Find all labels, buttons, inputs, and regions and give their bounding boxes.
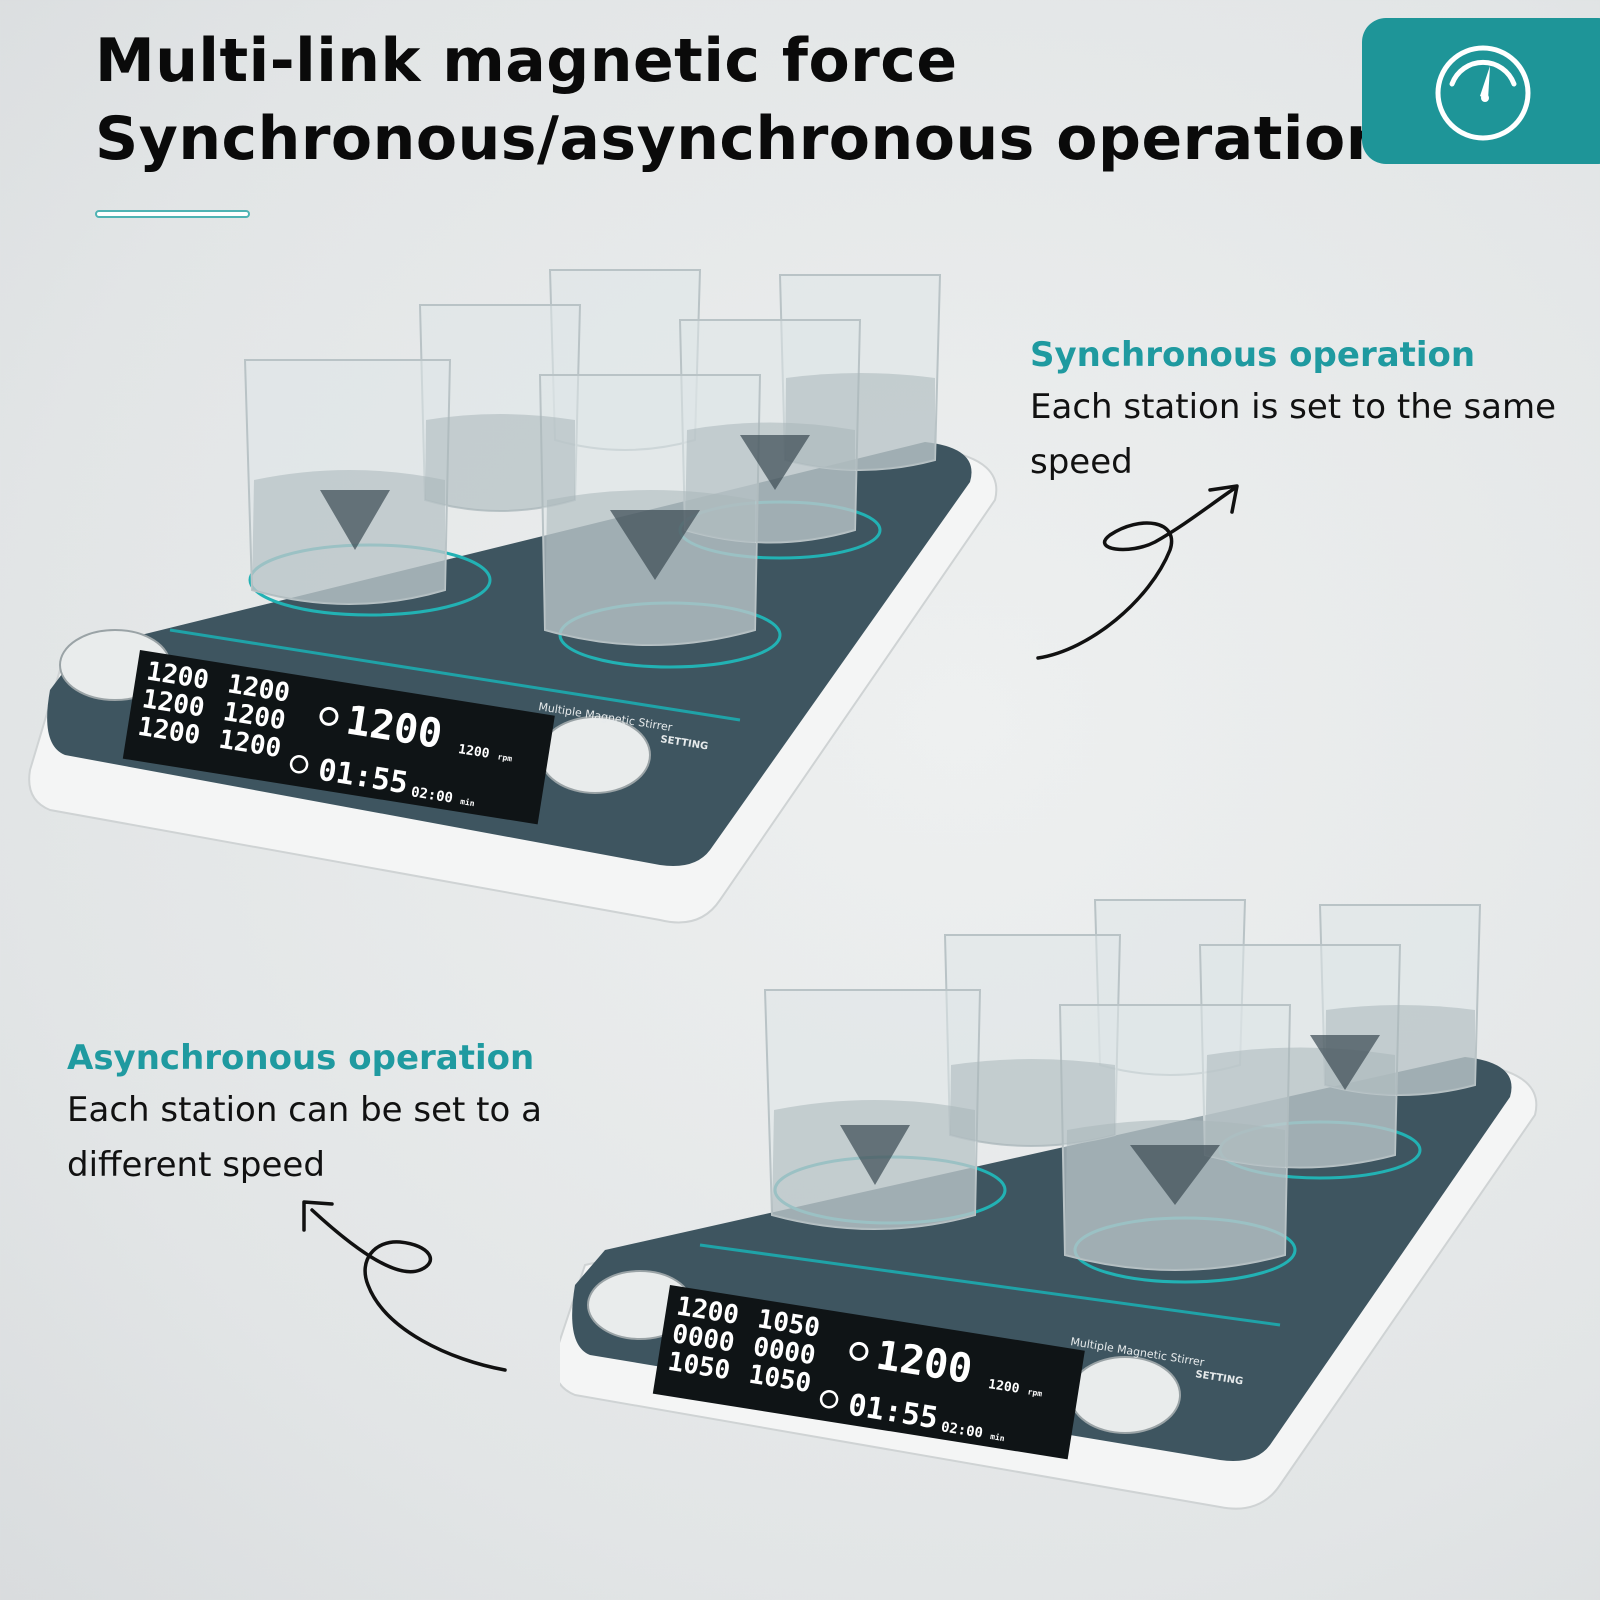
set-speed: 1200 xyxy=(457,742,490,762)
speedometer-icon xyxy=(1435,45,1531,141)
timer-unit: min xyxy=(990,1431,1006,1443)
synchronous-caption: Synchronous operation Each station is se… xyxy=(1030,330,1590,490)
synchronous-heading: Synchronous operation xyxy=(1030,335,1476,375)
synchronous-description: Each station is set to the same speed xyxy=(1030,387,1557,482)
speed-badge xyxy=(1362,18,1600,164)
timer-unit: min xyxy=(460,796,476,808)
rotation-icon xyxy=(319,706,339,726)
asynchronous-caption: Asynchronous operation Each station can … xyxy=(67,1033,627,1193)
asynchronous-heading: Asynchronous operation xyxy=(67,1038,535,1078)
rotation-icon xyxy=(849,1341,869,1361)
page-title: Multi-link magnetic force Synchronous/as… xyxy=(95,22,1389,178)
title-line-1: Multi-link magnetic force xyxy=(95,26,958,96)
speed-unit: rpm xyxy=(1027,1387,1043,1398)
set-timer: 02:00 xyxy=(940,1419,984,1441)
stirrer-device-top: 1200 1200 1200 1200 1200 1200 1200 1200 … xyxy=(28,269,998,924)
set-timer: 02:00 xyxy=(410,784,454,806)
title-line-2: Synchronous/asynchronous operation xyxy=(95,104,1389,174)
asynchronous-description: Each station can be set to a different s… xyxy=(67,1090,542,1185)
curved-arrow-icon xyxy=(302,1200,507,1372)
curved-arrow-icon xyxy=(1036,484,1239,660)
speed-unit: rpm xyxy=(497,752,513,763)
title-underline xyxy=(95,210,250,218)
clock-icon xyxy=(819,1390,839,1409)
set-speed: 1200 xyxy=(987,1377,1020,1397)
clock-icon xyxy=(289,755,309,774)
stirrer-device-bottom: 1200 1050 0000 0000 1050 1050 1200 1200 … xyxy=(560,899,1538,1510)
